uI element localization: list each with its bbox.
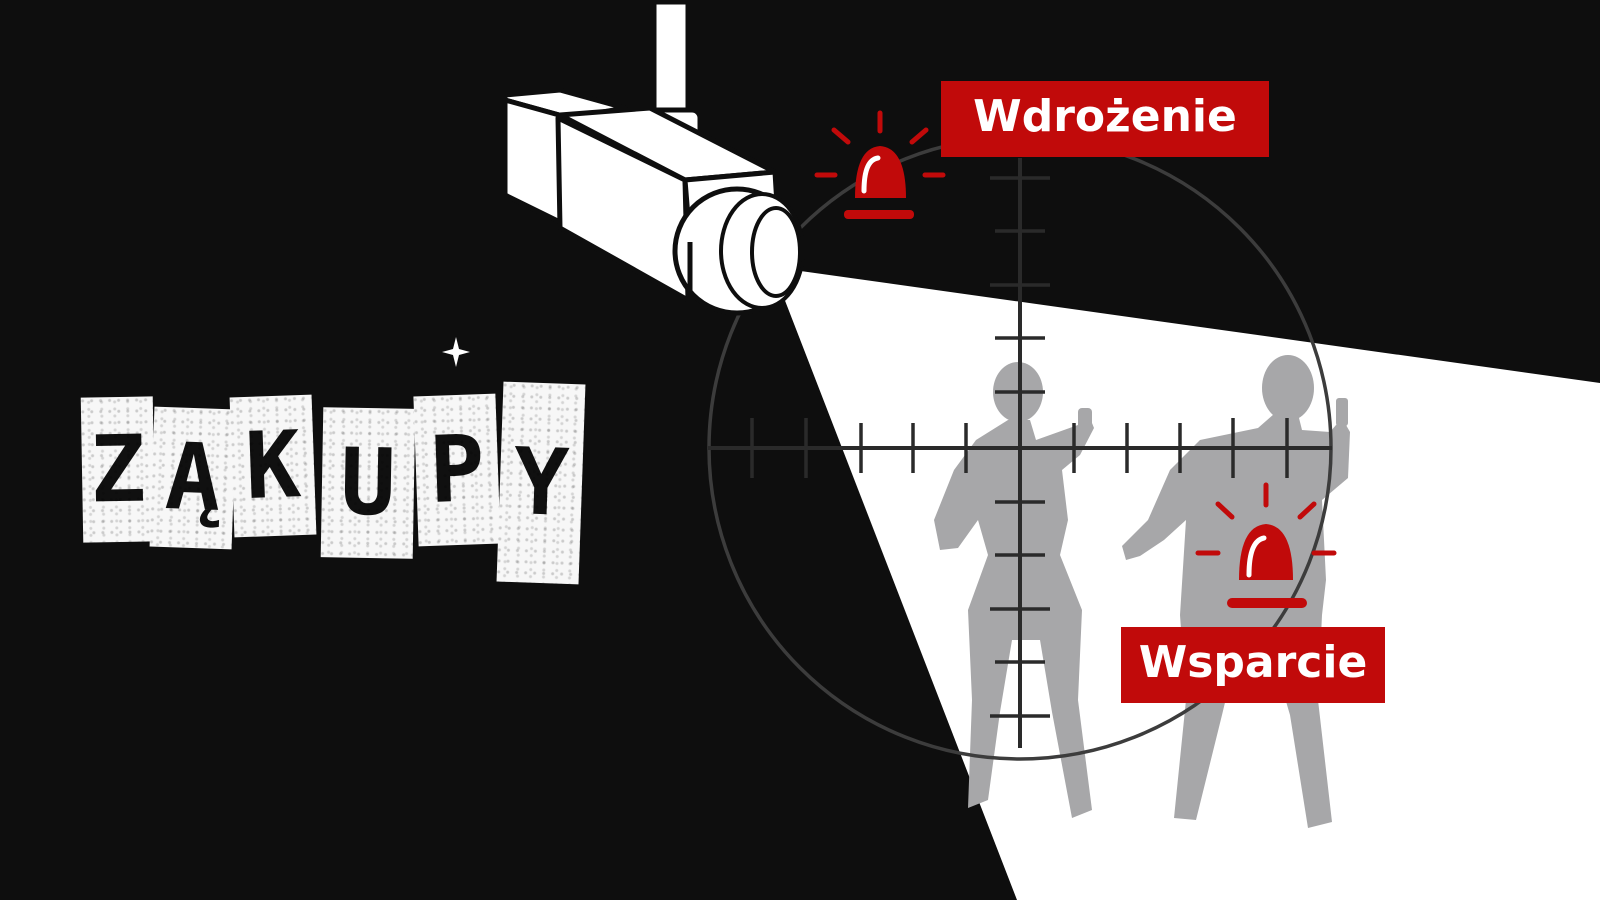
title-letter: Ą: [149, 406, 237, 550]
title-letter: K: [229, 394, 317, 538]
alarm-beacon-icon: [1195, 482, 1337, 608]
security-camera-icon: [502, 0, 805, 316]
sparkle-icon: [442, 337, 470, 367]
label-implementation: Wdrożenie: [941, 81, 1269, 157]
alarm-beacon-icon: [814, 110, 946, 219]
silhouette-woman: [934, 362, 1094, 818]
title-letter: Y: [496, 381, 586, 585]
silhouette-man: [1122, 355, 1350, 828]
title-letter: Z: [80, 396, 156, 543]
label-support: Wsparcie: [1121, 627, 1385, 703]
title-letter: U: [320, 407, 416, 559]
title-letter: P: [413, 393, 501, 547]
